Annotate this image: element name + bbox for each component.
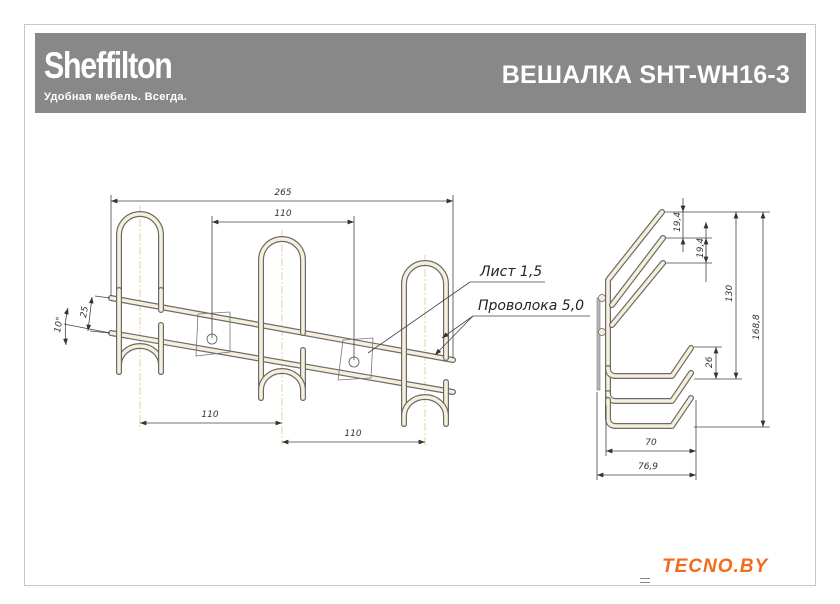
dim-bar-spacing: 25 <box>79 305 91 318</box>
mounting-plate-2 <box>337 337 374 381</box>
dim-overall-width: 265 <box>274 188 291 198</box>
support-bars <box>108 295 456 395</box>
hook-1 <box>116 211 164 375</box>
dim-plate-spacing: 110 <box>274 209 291 219</box>
side-view: 19,4 19,4 26 130 168,8 70 76,9 <box>596 198 770 480</box>
dim-height-130: 130 <box>725 285 735 302</box>
watermark-rule <box>640 578 650 583</box>
dim-hook-spacing-1: 110 <box>201 410 218 420</box>
dim-hook-rise: 26 <box>705 356 715 368</box>
brand-tagline: Удобная мебель. Всегда. <box>44 91 188 103</box>
header-banner: Sheffilton Удобная мебель. Всегда. ВЕШАЛ… <box>35 33 806 113</box>
dim-angle: 10° <box>53 316 66 333</box>
dim-depth-total: 76,9 <box>638 462 658 472</box>
side-wire <box>605 209 694 429</box>
dim-hook-spacing-2: 110 <box>344 429 361 439</box>
drawing-frame <box>24 24 816 586</box>
dim-total-height: 168,8 <box>752 314 762 340</box>
product-title: ВЕШАЛКА SHT-WH16-3 <box>501 61 790 89</box>
brand-logo: Sheffilton <box>44 45 173 86</box>
label-wire: Проволока 5,0 <box>478 298 584 314</box>
hook-2 <box>258 236 306 401</box>
dim-depth-70: 70 <box>645 438 657 448</box>
front-view: 265 110 110 110 25 10° Лист 1,5 Проволок… <box>53 188 590 445</box>
dim-arm-step-2: 19,4 <box>696 238 706 258</box>
label-sheet: Лист 1,5 <box>479 264 542 280</box>
hook-3 <box>401 260 449 427</box>
watermark-logo: TECNO.BY <box>662 556 769 577</box>
dim-arm-step-1: 19,4 <box>673 212 683 232</box>
